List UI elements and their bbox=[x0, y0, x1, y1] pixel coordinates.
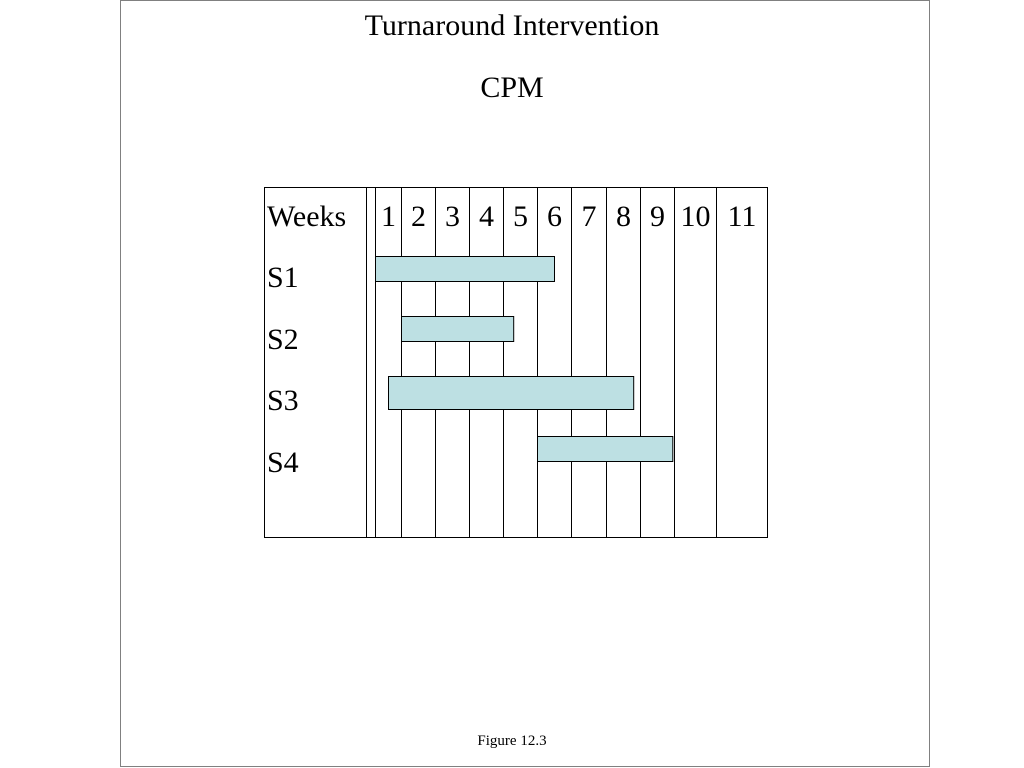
task-bar bbox=[401, 316, 515, 342]
slide-subtitle: CPM bbox=[480, 71, 544, 104]
week-label: 3 bbox=[445, 200, 460, 233]
week-label: 2 bbox=[411, 200, 426, 233]
gantt-frame bbox=[264, 187, 768, 538]
slide-title: Turnaround Intervention bbox=[364, 9, 660, 42]
week-label: 4 bbox=[479, 200, 494, 233]
task-bar bbox=[388, 376, 635, 410]
week-label: 9 bbox=[650, 200, 665, 233]
week-label: 5 bbox=[513, 200, 528, 233]
slide-frame bbox=[120, 0, 930, 767]
week-label: 10 bbox=[681, 200, 711, 233]
figure-caption: Figure 12.3 bbox=[477, 733, 547, 749]
task-bar bbox=[537, 436, 674, 462]
task-bar bbox=[375, 256, 555, 282]
task-label: S4 bbox=[267, 446, 299, 479]
task-label: S2 bbox=[267, 323, 299, 356]
week-label: 8 bbox=[616, 200, 631, 233]
week-label: 6 bbox=[547, 200, 562, 233]
task-label: S3 bbox=[267, 384, 299, 417]
header-label-weeks: Weeks bbox=[267, 200, 346, 233]
task-label: S1 bbox=[267, 261, 299, 294]
week-label: 1 bbox=[381, 200, 396, 233]
week-label: 7 bbox=[582, 200, 597, 233]
week-label: 11 bbox=[728, 200, 757, 233]
